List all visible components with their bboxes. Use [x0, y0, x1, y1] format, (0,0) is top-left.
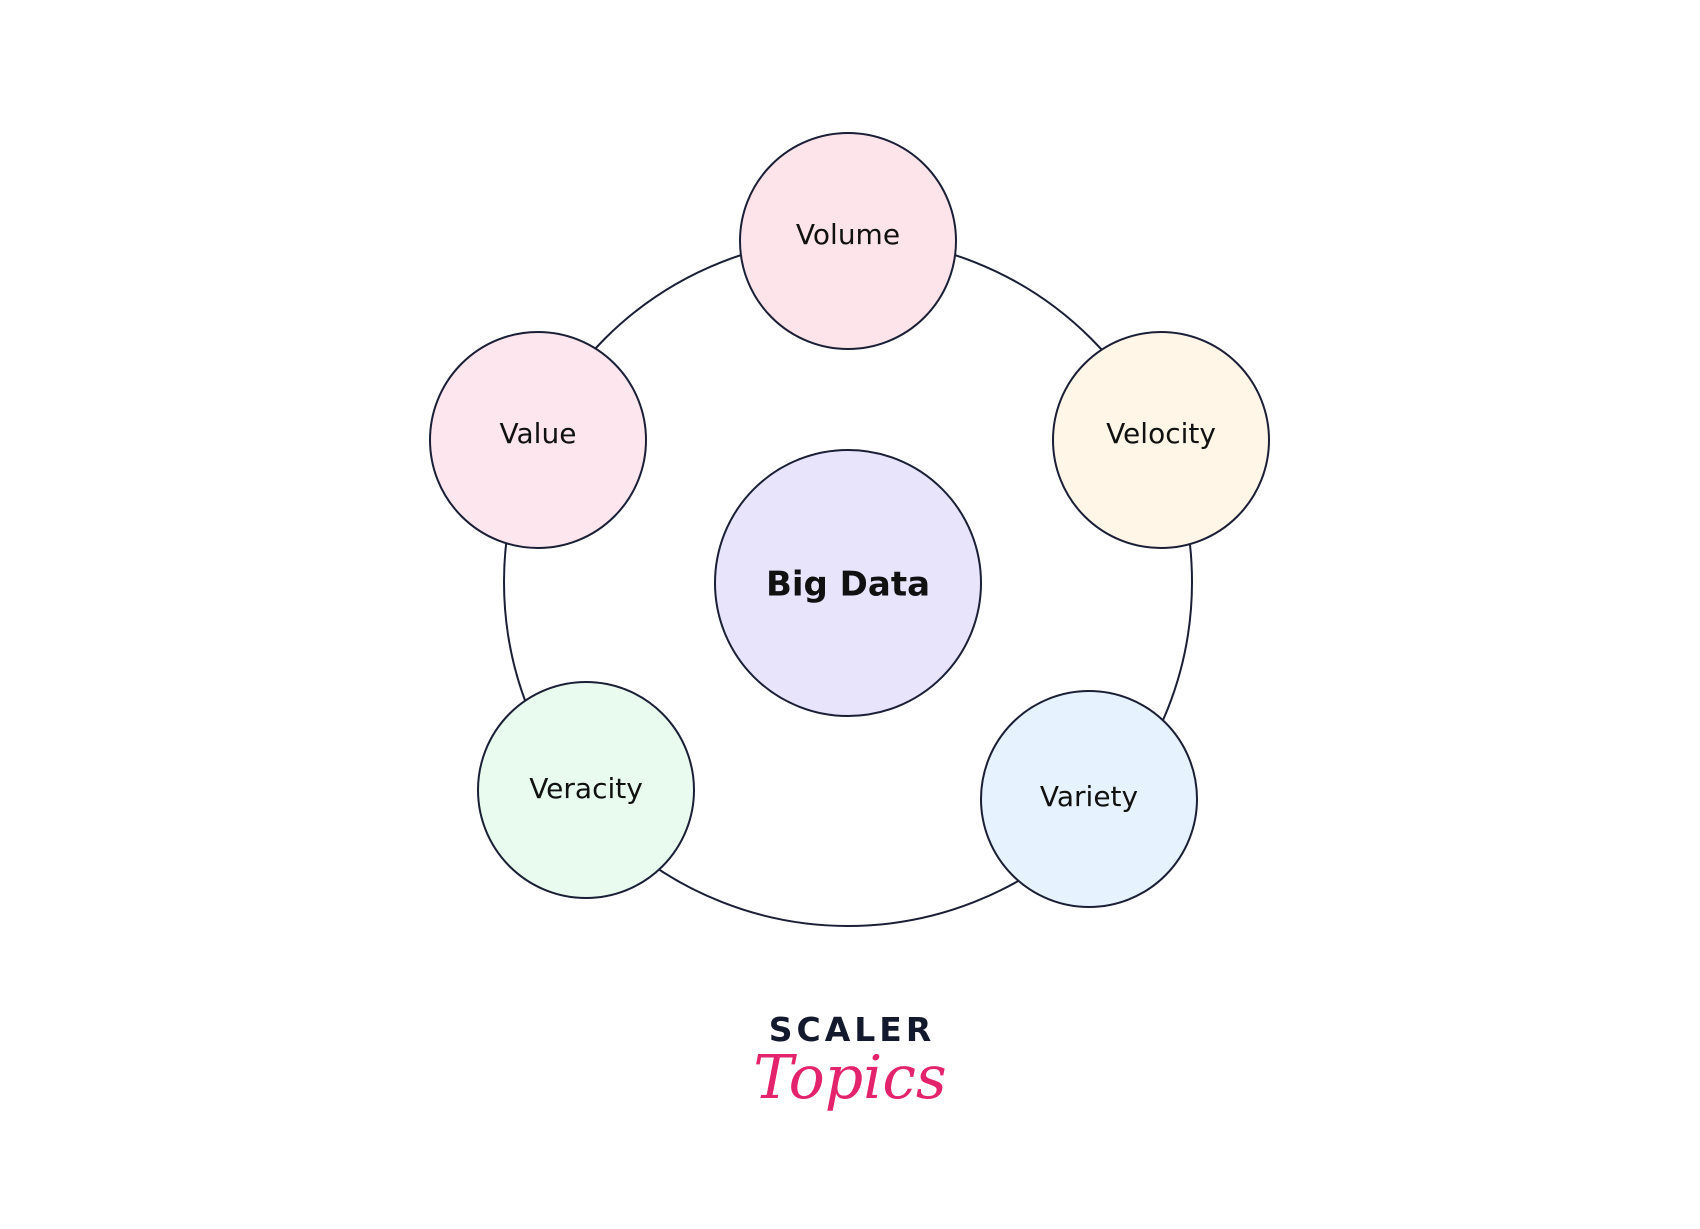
- node-velocity: Velocity: [1052, 331, 1270, 549]
- node-label: Variety: [1040, 780, 1138, 813]
- node-label: Value: [500, 417, 577, 450]
- scaler-topics-logo: SCALER Topics: [753, 1010, 946, 1113]
- center-node: Big Data: [714, 449, 982, 717]
- node-variety: Variety: [980, 690, 1198, 908]
- node-value: Value: [429, 331, 647, 549]
- node-veracity: Veracity: [477, 681, 695, 899]
- center-label: Big Data: [766, 565, 930, 605]
- logo-scaler-text: SCALER: [769, 1010, 936, 1049]
- node-label: Volume: [796, 218, 900, 251]
- node-label: Velocity: [1106, 417, 1216, 450]
- node-volume: Volume: [739, 132, 957, 350]
- logo-topics-text: Topics: [753, 1043, 946, 1113]
- node-label: Veracity: [529, 772, 643, 805]
